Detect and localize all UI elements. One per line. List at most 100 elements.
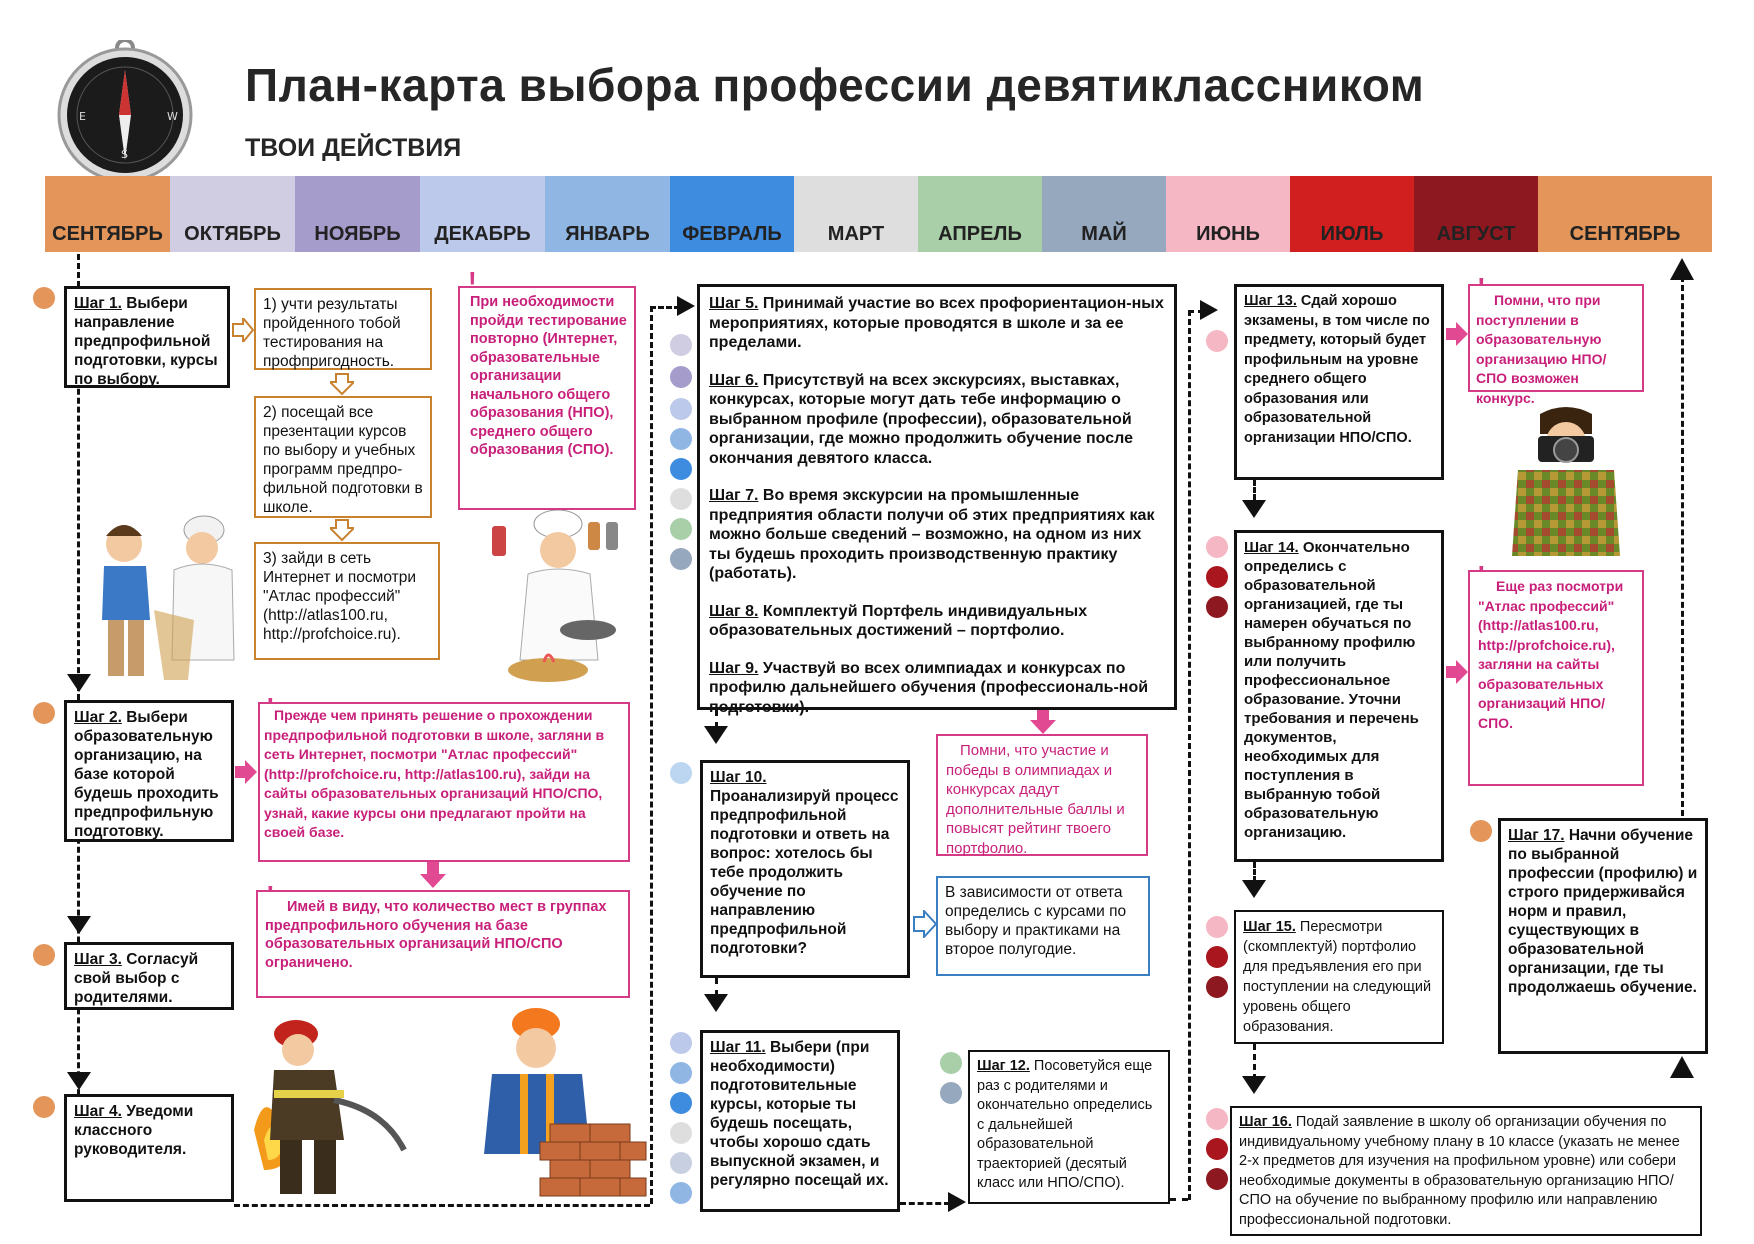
month-dot	[670, 1182, 692, 1204]
step-17-box: Шаг 17. Начни обучение по выбранной проф…	[1498, 818, 1708, 1054]
step-14-note: Еще раз посмотри "Атлас профессий" (http…	[1468, 570, 1644, 786]
step-2-note-1: Прежде чем принять решение о прохождении…	[258, 702, 630, 862]
month-dot	[670, 458, 692, 480]
month-aug: АВГУСТ	[1414, 176, 1538, 252]
month-dot	[1206, 566, 1228, 588]
connector-line	[234, 1204, 650, 1207]
step-10-note: В зависимости от ответа определись с кур…	[936, 876, 1150, 976]
arrow-down-icon	[327, 372, 357, 401]
firefighter-illustration	[244, 1010, 414, 1200]
month-dot	[670, 548, 692, 570]
month-nov: НОЯБРЬ	[295, 176, 420, 252]
step-2-box: Шаг 2. Выбери образовательную организаци…	[64, 700, 234, 842]
arrow-down-icon	[420, 862, 446, 893]
step-1-substep-3: 3) зайди в сеть Интернет и посмотри "Атл…	[254, 542, 440, 660]
month-dot	[670, 428, 692, 450]
connector-line	[1253, 480, 1256, 500]
month-apr: АПРЕЛЬ	[918, 176, 1042, 252]
arrow-right-icon	[1446, 660, 1470, 689]
month-sep2: СЕНТЯБРЬ	[1538, 176, 1712, 252]
month-dot	[670, 1062, 692, 1084]
arrow-down-icon	[1242, 500, 1266, 518]
month-dot	[33, 1096, 55, 1118]
step-13-box: Шаг 13. Сдай хорошо экзамены, в том числ…	[1234, 284, 1444, 480]
month-dot	[1206, 1108, 1228, 1130]
month-dot	[670, 1152, 692, 1174]
month-dot	[1206, 946, 1228, 968]
arrow-down-icon	[704, 994, 728, 1012]
month-dec: ДЕКАБРЬ	[420, 176, 545, 252]
connector-line	[1253, 862, 1256, 882]
month-dot	[1206, 916, 1228, 938]
month-dot	[33, 702, 55, 724]
month-dot	[1206, 536, 1228, 558]
bricklayer-illustration	[470, 1004, 650, 1200]
step-5-9-box: Шаг 5. Принимай участие во всех профорие…	[697, 284, 1177, 716]
arrow-right-icon	[231, 315, 255, 347]
arrow-right-icon	[235, 760, 257, 789]
page-title: План-карта выбора профессии девятиклассн…	[245, 59, 1425, 111]
month-dot	[670, 488, 692, 510]
step-4-box: Шаг 4. Уведоми классного руководителя.	[64, 1094, 234, 1202]
month-dot	[1206, 596, 1228, 618]
month-dot	[1206, 1138, 1228, 1160]
month-mar: МАРТ	[794, 176, 918, 252]
photographer-illustration	[1494, 400, 1644, 560]
arrow-right-icon	[1200, 300, 1218, 320]
arrow-right-icon	[1446, 322, 1470, 351]
step-1-substep-1: 1) учти результаты пройденного тобой тес…	[254, 288, 432, 370]
month-dot	[940, 1082, 962, 1104]
month-dot	[670, 518, 692, 540]
connector-line	[1681, 276, 1684, 816]
month-dot	[670, 762, 692, 784]
compass-icon: W E S	[55, 38, 195, 183]
step-6: Шаг 6. Присутствуй на всех экскурсиях, в…	[709, 371, 1133, 467]
month-dot	[33, 287, 55, 309]
connector-line	[650, 306, 653, 1204]
step-1-box: Шаг 1. Выбери направление предпрофильной…	[64, 286, 230, 388]
svg-text:S: S	[121, 148, 128, 161]
connector-line	[1170, 1198, 1188, 1201]
step-2-note-2: Имей в виду, что количество мест в групп…	[256, 890, 630, 998]
arrow-up-icon	[1670, 1056, 1694, 1078]
step-5: Шаг 5. Принимай участие во всех профорие…	[709, 295, 1164, 351]
connector-line	[715, 710, 718, 728]
step-7: Шаг 7. Во время экскурсии на промышленны…	[709, 487, 1155, 582]
step-11-box: Шаг 11. Выбери (при необходимости) подго…	[700, 1030, 900, 1212]
step-8: Шаг 8. Комплектуй Портфель индивидуальны…	[709, 602, 1088, 640]
step-13-note: Помни, что при поступлении в образовател…	[1468, 284, 1644, 406]
step-1-note: При необходимости пройди тестирование по…	[458, 286, 636, 510]
month-oct: ОКТЯБРЬ	[170, 176, 295, 252]
arrow-right-icon	[677, 296, 695, 316]
month-dot	[670, 1092, 692, 1114]
step-1-substep-2: 2) посещай все презентации курсов по выб…	[254, 396, 432, 518]
arrow-down-icon	[67, 674, 91, 692]
month-dot	[670, 1032, 692, 1054]
exclamation-icon: !	[468, 266, 477, 296]
arrow-down-icon	[1030, 710, 1056, 739]
month-dot	[670, 366, 692, 388]
arrow-down-icon	[327, 518, 357, 547]
month-jul: ИЮЛЬ	[1290, 176, 1414, 252]
month-sep1: СЕНТЯБРЬ	[45, 176, 170, 252]
svg-text:E: E	[79, 110, 86, 123]
step-16-box: Шаг 16. Подай заявление в школу об орган…	[1230, 1106, 1702, 1236]
month-dot	[670, 334, 692, 356]
arrow-up-icon	[1670, 258, 1694, 280]
month-dot	[1470, 820, 1492, 842]
month-jun: ИЮНЬ	[1166, 176, 1290, 252]
month-jan: ЯНВАРЬ	[545, 176, 670, 252]
arrow-right-icon	[912, 908, 938, 943]
connector-line	[1253, 1044, 1256, 1080]
arrow-down-icon	[1242, 880, 1266, 898]
connector-line	[1188, 310, 1204, 313]
connector-line	[650, 306, 680, 309]
step-12-box: Шаг 12. Посоветуйся еще раз с родителями…	[968, 1050, 1170, 1204]
connector-line	[715, 978, 718, 996]
arrow-right-icon	[948, 1192, 966, 1212]
arrow-down-icon	[1242, 1076, 1266, 1094]
arrow-down-icon	[67, 916, 91, 934]
step-9: Шаг 9. Участвуй во всех олимпиадах и кон…	[709, 659, 1149, 716]
arrow-down-icon	[704, 726, 728, 744]
month-dot	[670, 398, 692, 420]
